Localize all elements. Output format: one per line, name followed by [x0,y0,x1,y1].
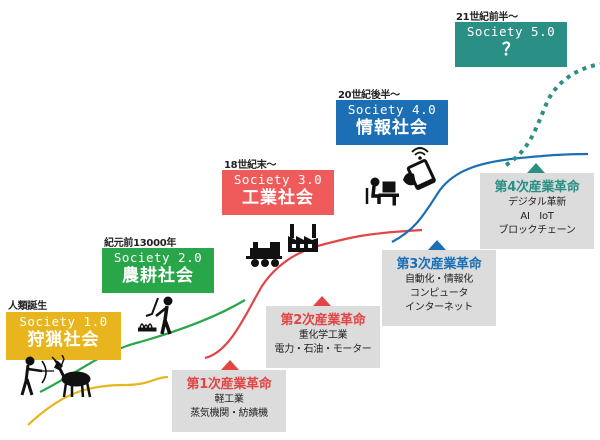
society-2-name: Society 2.0 [113,250,203,265]
information-curve [391,152,589,243]
society-3-label: 工業社会 [242,188,314,208]
factory-icon [288,224,318,252]
revolution-4-line-3: ブロックチェーン [498,225,576,236]
revolution-4-title: 第4次産業革命 [494,180,580,195]
computer-user-icon [365,177,399,206]
era-label-1: 人類誕生 [8,301,47,312]
revolution-2-box: 第2次産業革命 重化学工業 電力・石油・モーター [266,306,380,368]
revolution-1-line-1: 軽工業 [214,394,244,405]
era-label-2: 紀元前13000年 [104,238,177,249]
revolution-4-line-1: デジタル革新 [508,197,566,208]
society-4-box: Society 4.0 情報社会 [336,100,448,145]
society-4-label: 情報社会 [356,118,428,138]
society-3-name: Society 3.0 [233,172,323,187]
revolution-1-box: 第1次産業革命 軽工業 蒸気機関・紡績機 [172,370,286,432]
farmer-icon [138,296,173,335]
revolution-1-title: 第1次産業革命 [186,377,272,392]
society-2-box: Society 2.0 農耕社会 [102,248,214,293]
society-1-box: Society 1.0 狩猟社会 [6,312,121,360]
rev-3-arrow [428,240,446,250]
era-label-3: 18世紀末～ [224,160,277,171]
society-1-name: Society 1.0 [19,314,108,329]
society-5-name: Society 5.0 [466,24,556,39]
revolution-4-line-2: AI IoT [520,211,554,222]
revolution-3-line-1: 自動化・情報化 [405,274,473,285]
hunting-curve [27,375,169,426]
era-label-5: 21世紀前半～ [456,12,518,23]
train-icon [246,242,282,267]
era-label-4: 20世紀後半～ [338,90,400,101]
revolution-3-title: 第3次産業革命 [396,257,482,272]
revolution-3-box: 第3次産業革命 自動化・情報化 コンピュータ インターネット [382,250,496,326]
smartphone-icon [403,147,436,190]
society-4-name: Society 4.0 [347,102,437,117]
revolution-2-title: 第2次産業革命 [280,313,366,328]
society-5-label: ？ [502,40,520,60]
rev-4-arrow [527,163,545,173]
society-3-box: Society 3.0 工業社会 [222,170,334,215]
rev-2-arrow [313,296,331,306]
hunter-deer-icon [20,355,92,398]
revolution-1-line-2: 蒸気機関・紡績機 [190,408,268,419]
society-5-box: Society 5.0 ？ [455,22,567,67]
revolution-2-line-2: 電力・石油・モーター [274,344,372,355]
rev-1-arrow [221,360,239,370]
revolution-2-line-1: 重化学工業 [298,330,348,341]
society-2-label: 農耕社会 [122,266,194,286]
revolution-4-box: 第4次産業革命 デジタル革新 AI IoT ブロックチェーン [480,173,594,249]
revolution-3-line-2: コンピュータ [409,288,469,299]
society-1-label: 狩猟社会 [27,330,100,350]
industrial-curve [204,228,423,360]
revolution-3-line-3: インターネット [405,302,473,313]
future-curve [504,62,600,167]
